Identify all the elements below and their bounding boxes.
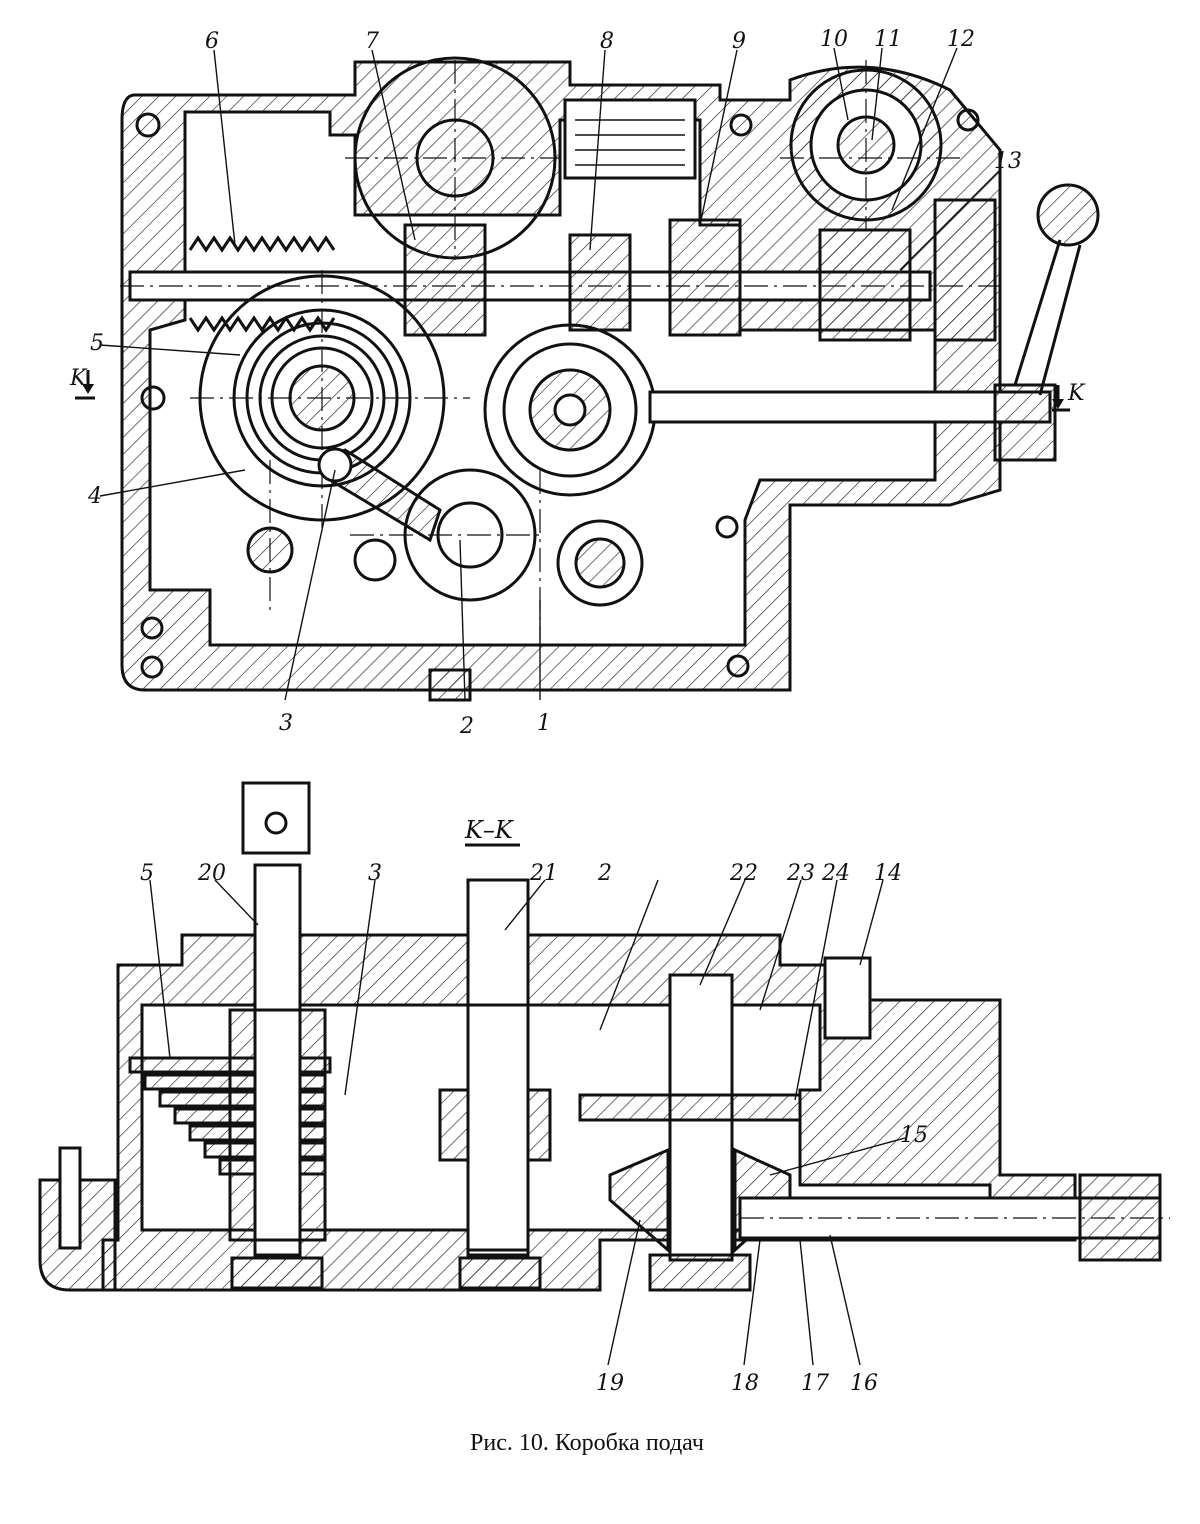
label-1: 1	[537, 711, 551, 736]
section-label-22: 22	[729, 861, 758, 886]
label-3: 3	[279, 711, 293, 736]
section-marker-right: K	[1052, 381, 1086, 412]
roller-1	[556, 519, 644, 607]
label-11: 11	[874, 27, 902, 52]
section-label-2: 2	[597, 861, 612, 886]
section-label-21: 21	[529, 861, 558, 886]
section-marker-left: K	[69, 366, 95, 400]
housing-bolts	[135, 108, 980, 679]
section-view: K–K	[38, 781, 1170, 1396]
section-label-20: 20	[197, 861, 226, 886]
label-8: 8	[600, 29, 614, 54]
section-label-23: 23	[786, 861, 815, 886]
label-10: 10	[820, 27, 848, 52]
section-leaders	[149, 879, 906, 1366]
gear-assembly-center	[483, 323, 657, 497]
section-label-18: 18	[731, 1371, 759, 1396]
control-rod	[648, 390, 1052, 424]
section-label-19: 19	[596, 1371, 624, 1396]
label-5: 5	[90, 331, 104, 356]
handle-knob[interactable]	[1036, 183, 1100, 247]
spring-6	[188, 235, 336, 333]
section-label-17: 17	[801, 1371, 829, 1396]
label-2: 2	[459, 714, 474, 739]
label-7: 7	[365, 29, 379, 54]
control-handle[interactable]	[1013, 239, 1082, 396]
section-label-5: 5	[140, 861, 154, 886]
section-title: K–K	[464, 816, 515, 844]
top-leaders	[99, 47, 1001, 701]
label-9: 9	[732, 29, 746, 54]
section-label-16: 16	[850, 1371, 878, 1396]
bolt-14	[823, 956, 872, 1040]
label-13: 13	[994, 149, 1022, 174]
section-label-14: 14	[874, 861, 902, 886]
label-12: 12	[947, 27, 975, 52]
section-label-24: 24	[821, 861, 850, 886]
section-mark-k-right: K	[1067, 381, 1086, 406]
section-label-15: 15	[900, 1123, 928, 1148]
clevis-20	[241, 781, 311, 855]
label-4: 4	[87, 484, 102, 509]
top-view: K K 1 2 3 4 5 6 7	[69, 27, 1100, 739]
section-label-3: 3	[368, 861, 382, 886]
figure-caption: Рис. 10. Коробка подач	[470, 1430, 704, 1456]
label-6: 6	[205, 29, 219, 54]
section-mark-k-left: K	[69, 366, 88, 391]
oil-reservoir	[563, 98, 697, 180]
bevel-gear-19	[608, 1147, 670, 1254]
